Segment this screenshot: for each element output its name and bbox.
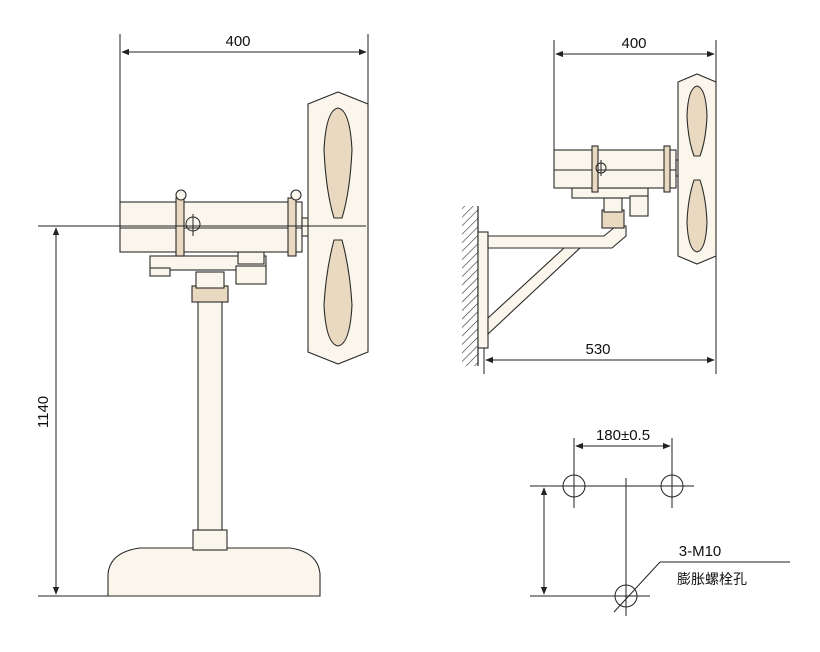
bracket-foot-left (149, 267, 171, 277)
wall-hatch (462, 206, 478, 366)
hole-spacing-dim: 180±0.5 (596, 427, 650, 444)
motor-band-left (175, 197, 185, 257)
bolt-spec-label: 3-M10 (679, 543, 722, 560)
wall-depth-dim: 530 (585, 341, 610, 358)
wall-motor-body (553, 149, 677, 189)
fan-blade-upper (323, 107, 353, 219)
stand-view: 400 1140 (35, 33, 369, 597)
wall-view: 400 530 (462, 35, 717, 374)
stand-base (107, 547, 321, 597)
knob-right (290, 189, 302, 201)
wall-arm (487, 225, 627, 249)
stand-width-dim: 400 (225, 33, 250, 50)
wall-brace (487, 247, 582, 336)
wall-plate (477, 231, 489, 349)
base-collar (192, 529, 228, 551)
bracket-foot-right (237, 251, 265, 265)
motor-body (119, 201, 303, 253)
wall-width-dim: 400 (621, 35, 646, 52)
stand-height-dim: 1140 (35, 396, 52, 428)
motor-band-right (287, 197, 297, 257)
bracket-block (235, 265, 267, 285)
knob-left (175, 189, 187, 201)
wall-coupler (601, 209, 625, 229)
pole-coupler-top (195, 271, 225, 289)
wall-bracket-foot (629, 195, 649, 217)
fan-guard (307, 91, 369, 365)
stand-pole (197, 299, 223, 531)
hole-note-label: 膨胀螺栓孔 (677, 571, 747, 588)
hole-pattern-view: 180±0.5 3-M10 膨胀螺栓孔 (530, 427, 790, 616)
fan-blade-lower (323, 239, 353, 347)
wall-coupler-top (603, 197, 623, 213)
